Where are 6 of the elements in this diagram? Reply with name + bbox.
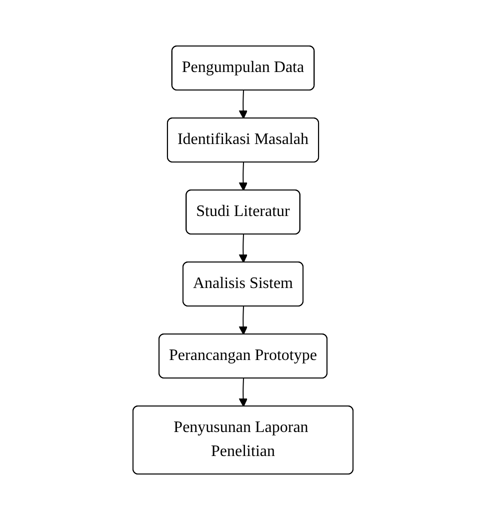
arrow xyxy=(238,234,248,262)
arrow xyxy=(238,378,248,406)
arrow xyxy=(238,306,248,334)
node-text: Penyusunan Laporan Penelitian xyxy=(173,418,308,460)
arrow xyxy=(238,90,248,118)
arrow xyxy=(238,162,248,190)
